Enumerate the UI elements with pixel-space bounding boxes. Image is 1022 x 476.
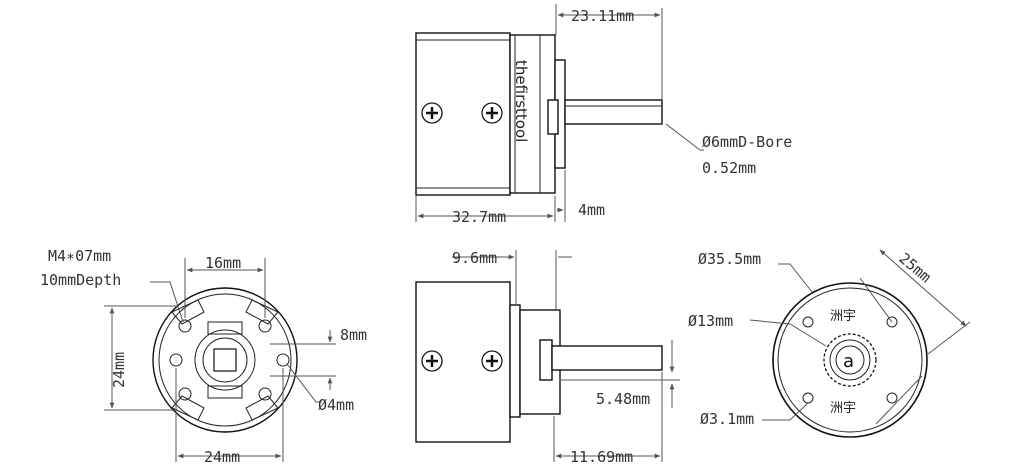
- screw-icon: [481, 102, 503, 124]
- back-label-bottom: 洲宇: [830, 401, 856, 416]
- side-shaft: [551, 345, 663, 371]
- brand-text: thefirsttool: [512, 60, 530, 142]
- gear-letter: a: [843, 351, 854, 372]
- dim-shaft-offset: 5.48mm: [596, 390, 650, 408]
- mount-hole: [178, 387, 192, 401]
- dim-hole-back: Ø3.1mm: [700, 410, 754, 428]
- dim-screw: M4∗07mm: [48, 247, 111, 265]
- screw-icon: [481, 350, 503, 372]
- dim-boss: 8mm: [340, 326, 367, 344]
- front-shaft-bore: [213, 348, 237, 372]
- mount-hole: [258, 319, 272, 333]
- dim-body-length: 32.7mm: [452, 208, 506, 226]
- top-shaft: [564, 99, 663, 125]
- dim-gear: Ø13mm: [688, 312, 733, 330]
- screw-icon: [421, 350, 443, 372]
- top-view: thefirsttool 23.11mm Ø6mmD-Bore 0.52mm 3…: [415, 4, 792, 226]
- dim-outer: Ø35.5mm: [698, 250, 761, 268]
- mount-hole: [169, 353, 183, 367]
- dim-top-spacing: 16mm: [205, 254, 241, 272]
- side-view: 9.6mm 5.48mm 11.69mm: [415, 249, 680, 466]
- dim-flange-length: 9.6mm: [452, 249, 497, 267]
- back-hole: [886, 392, 898, 404]
- mount-hole: [276, 353, 290, 367]
- dim-bore-flat: 0.52mm: [702, 159, 756, 177]
- dim-shaft-length-side: 11.69mm: [570, 448, 633, 466]
- dim-bottom-width: 24mm: [204, 448, 240, 466]
- dim-bore: Ø6mmD-Bore: [702, 133, 792, 151]
- dim-screw-depth: 10mmDepth: [40, 271, 121, 289]
- dim-side-height: 24mm: [110, 352, 128, 388]
- dim-shaft-length: 23.11mm: [571, 7, 634, 25]
- back-view: a 洲宇 洲宇 Ø35.5mm 25mm Ø13mm Ø3.1mm: [688, 249, 971, 438]
- back-hole: [802, 316, 814, 328]
- mount-hole: [258, 387, 272, 401]
- dim-flange: 4mm: [578, 201, 605, 219]
- mount-hole: [178, 319, 192, 333]
- screw-icon: [421, 102, 443, 124]
- dim-hole-front: Ø4mm: [318, 396, 354, 414]
- front-view: M4∗07mm 10mmDepth 16mm 24mm 8mm Ø4mm 24m…: [40, 247, 367, 466]
- gear-icon: [823, 333, 877, 387]
- back-label-top: 洲宇: [830, 309, 856, 324]
